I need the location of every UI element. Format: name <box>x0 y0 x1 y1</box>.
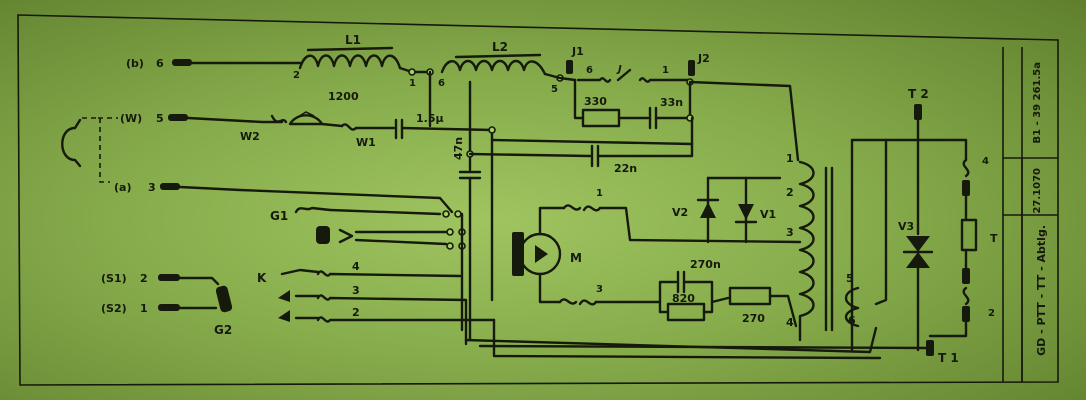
transformer-primary <box>798 160 815 330</box>
t-pin-2: 2 <box>988 308 995 319</box>
v2-label: V2 <box>672 206 688 219</box>
j2-label: J2 <box>697 52 710 65</box>
c47n-label: 47n <box>452 137 465 160</box>
r820-label: 820 <box>672 292 695 305</box>
frame-border <box>17 14 1059 386</box>
transformer-secondary <box>844 286 860 328</box>
g2-switch <box>215 285 233 313</box>
terminal-a-post <box>160 183 180 190</box>
c33n-label: 33n <box>660 96 683 109</box>
inductor-l1 <box>298 54 402 70</box>
j-pin-1: 1 <box>662 65 669 76</box>
j1-label: J1 <box>571 45 584 58</box>
drawing-number: B1 - 39 261.5a <box>1032 62 1043 143</box>
v1-label: V1 <box>760 208 776 221</box>
l1-label: L1 <box>345 33 361 47</box>
j-pin-6: 6 <box>586 65 593 76</box>
c22n-label: 22n <box>614 162 637 175</box>
meter-label: 1200 <box>328 90 359 103</box>
tr-pin-5: 5 <box>846 272 854 285</box>
side-title-box: B1 - 39 261.5a 27.1070 GD - PTT - TT - A… <box>1002 47 1058 382</box>
terminal-b-label: (b) <box>126 57 144 70</box>
v3-label: V3 <box>898 220 914 233</box>
tr-pin-4: 4 <box>786 316 794 329</box>
terminal-a-number: 3 <box>148 181 156 194</box>
motor-pin-1: 1 <box>596 188 603 199</box>
motor-label: M <box>570 251 582 265</box>
tr-pin-2: 2 <box>786 186 794 199</box>
k-pin-3: 3 <box>352 284 360 297</box>
terminal-b-post <box>172 59 192 66</box>
meter-symbol <box>288 114 324 126</box>
terminal-s2-number: 1 <box>140 302 148 315</box>
t-pin-4: 4 <box>982 156 989 167</box>
resistor-820 <box>666 302 706 322</box>
terminal-w-label: (W) <box>120 112 142 125</box>
drawing-department: GD - PTT - TT - Abtlg. <box>1035 225 1048 356</box>
l1-pin-2: 2 <box>293 70 300 81</box>
l2-pin-5: 5 <box>551 84 558 95</box>
handset-icon <box>61 118 82 168</box>
t-label: T <box>990 232 998 245</box>
r270-label: 270 <box>742 312 765 325</box>
t2-label: T 2 <box>908 87 929 101</box>
diode-v2 <box>700 202 716 218</box>
t1-label: T 1 <box>938 351 959 365</box>
w1-label: W1 <box>356 136 376 149</box>
inductor-l2 <box>440 59 547 76</box>
resistor-330 <box>581 108 621 128</box>
terminal-a-label: (a) <box>114 181 131 194</box>
k-pin-2: 2 <box>352 306 360 319</box>
k-pin-4: 4 <box>352 260 360 273</box>
terminal-s2-label: (S2) <box>101 302 127 315</box>
g1-label: G1 <box>270 209 288 223</box>
k-label: K <box>257 271 267 285</box>
diode-v1 <box>738 204 754 220</box>
terminal-w-number: 5 <box>156 112 164 125</box>
terminal-w-post <box>168 114 188 121</box>
motor-pin-3: 3 <box>596 284 603 295</box>
g2-label: G2 <box>214 323 232 337</box>
resistor-270 <box>728 286 772 306</box>
thermal-switch-t <box>960 218 978 252</box>
terminal-s1-number: 2 <box>140 272 148 285</box>
drawing-date: 27.1070 <box>1032 168 1043 214</box>
terminal-s1-label: (S1) <box>101 272 127 285</box>
l2-pin-6: 6 <box>438 78 445 89</box>
c270n-label: 270n <box>690 258 721 271</box>
l2-label: L2 <box>492 40 508 54</box>
l1-pin-1: 1 <box>409 78 416 89</box>
tr-pin-3: 3 <box>786 226 794 239</box>
triac-v3 <box>906 236 930 252</box>
jumper-label: J <box>616 64 622 75</box>
terminal-b-number: 6 <box>156 57 164 70</box>
tr-pin-1: 1 <box>786 152 794 165</box>
w2-label: W2 <box>240 130 260 143</box>
r330-label: 330 <box>584 95 607 108</box>
